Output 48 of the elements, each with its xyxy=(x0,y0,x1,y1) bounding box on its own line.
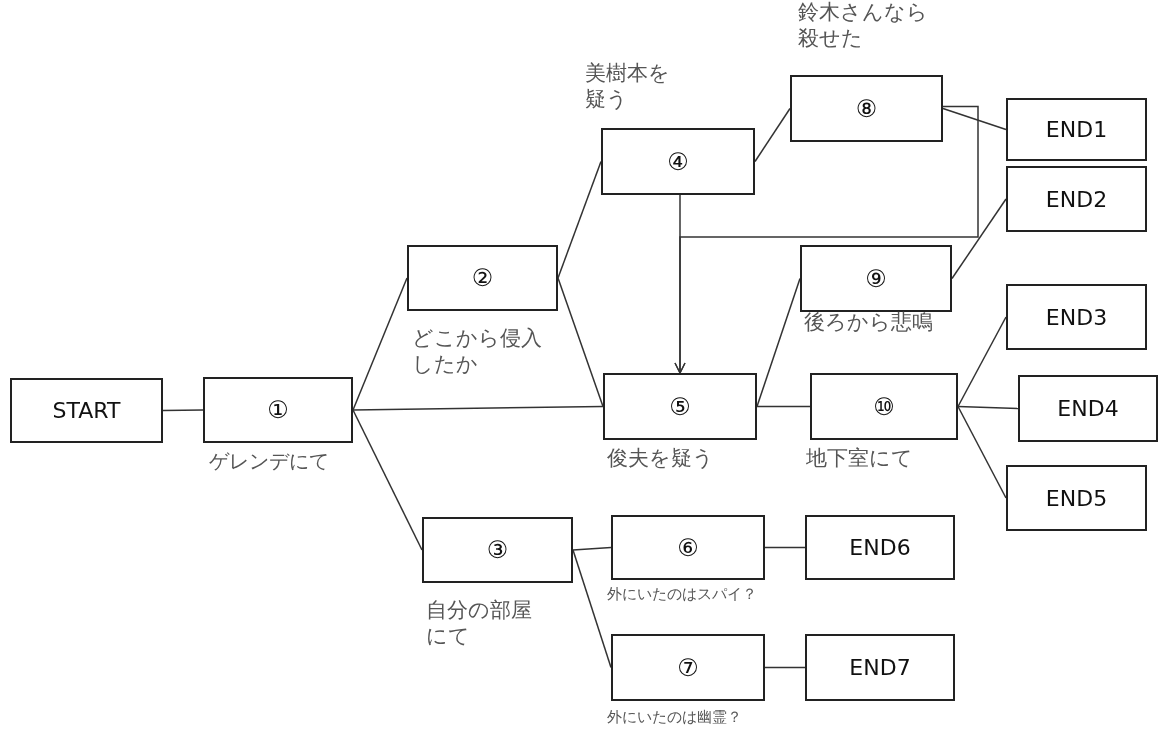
scene-caption: 美樹本を疑う xyxy=(585,60,671,113)
box-label: END1 xyxy=(1045,117,1108,142)
connector-line xyxy=(942,107,1007,131)
scene-number: ⑩ xyxy=(873,392,895,421)
end-box xyxy=(1006,166,1147,232)
scene-caption: 自分の部屋にて xyxy=(426,597,533,650)
connector-line xyxy=(756,405,811,408)
scene-caption: 後ろから悲鳴 xyxy=(804,309,934,336)
end-box xyxy=(1018,375,1158,442)
scene-number: ⑧ xyxy=(855,94,878,123)
box-label: END4 xyxy=(1057,396,1119,421)
connector-line xyxy=(764,666,806,669)
scene-number: ③ xyxy=(486,536,509,564)
scene-caption: 外にいたのはスパイ？ xyxy=(607,585,758,604)
connector-line xyxy=(352,409,423,551)
connector-line xyxy=(572,546,612,551)
connector-line xyxy=(957,405,1019,410)
connector-line xyxy=(764,546,806,549)
box-label: START xyxy=(52,398,121,423)
end-box xyxy=(1006,98,1147,161)
box-label: END2 xyxy=(1045,186,1108,212)
scene-caption: どこから侵入したか xyxy=(412,325,543,378)
scene-caption: 外にいたのは幽霊？ xyxy=(607,708,743,727)
end-box xyxy=(10,378,163,443)
scene-number: ⑦ xyxy=(677,653,699,682)
end-box xyxy=(805,634,955,701)
scene-caption: 地下室にて xyxy=(806,445,914,472)
scene-number: ⑥ xyxy=(677,533,699,562)
box-label: END3 xyxy=(1045,304,1108,330)
scene-number: ② xyxy=(471,264,494,292)
connector-line xyxy=(754,107,791,163)
box-label: END7 xyxy=(849,655,911,680)
scene-number: ① xyxy=(267,396,289,424)
end-box xyxy=(805,515,955,580)
end-box xyxy=(1006,465,1147,531)
scene-number: ④ xyxy=(667,147,689,176)
scene-caption: ゲレンデにて xyxy=(209,449,330,474)
scene-caption: 俊夫を疑う xyxy=(607,445,715,472)
box-label: END5 xyxy=(1045,485,1108,511)
connector-line xyxy=(951,198,1007,280)
scene-number: ⑤ xyxy=(669,392,691,421)
connector-line xyxy=(162,409,204,412)
connector-line xyxy=(674,105,979,374)
box-label: END6 xyxy=(849,535,911,560)
scene-caption: 鈴木さんなら殺せた xyxy=(798,0,929,52)
connector-line xyxy=(352,405,604,411)
end-box xyxy=(1006,284,1147,350)
scene-number: ⑨ xyxy=(865,264,887,293)
